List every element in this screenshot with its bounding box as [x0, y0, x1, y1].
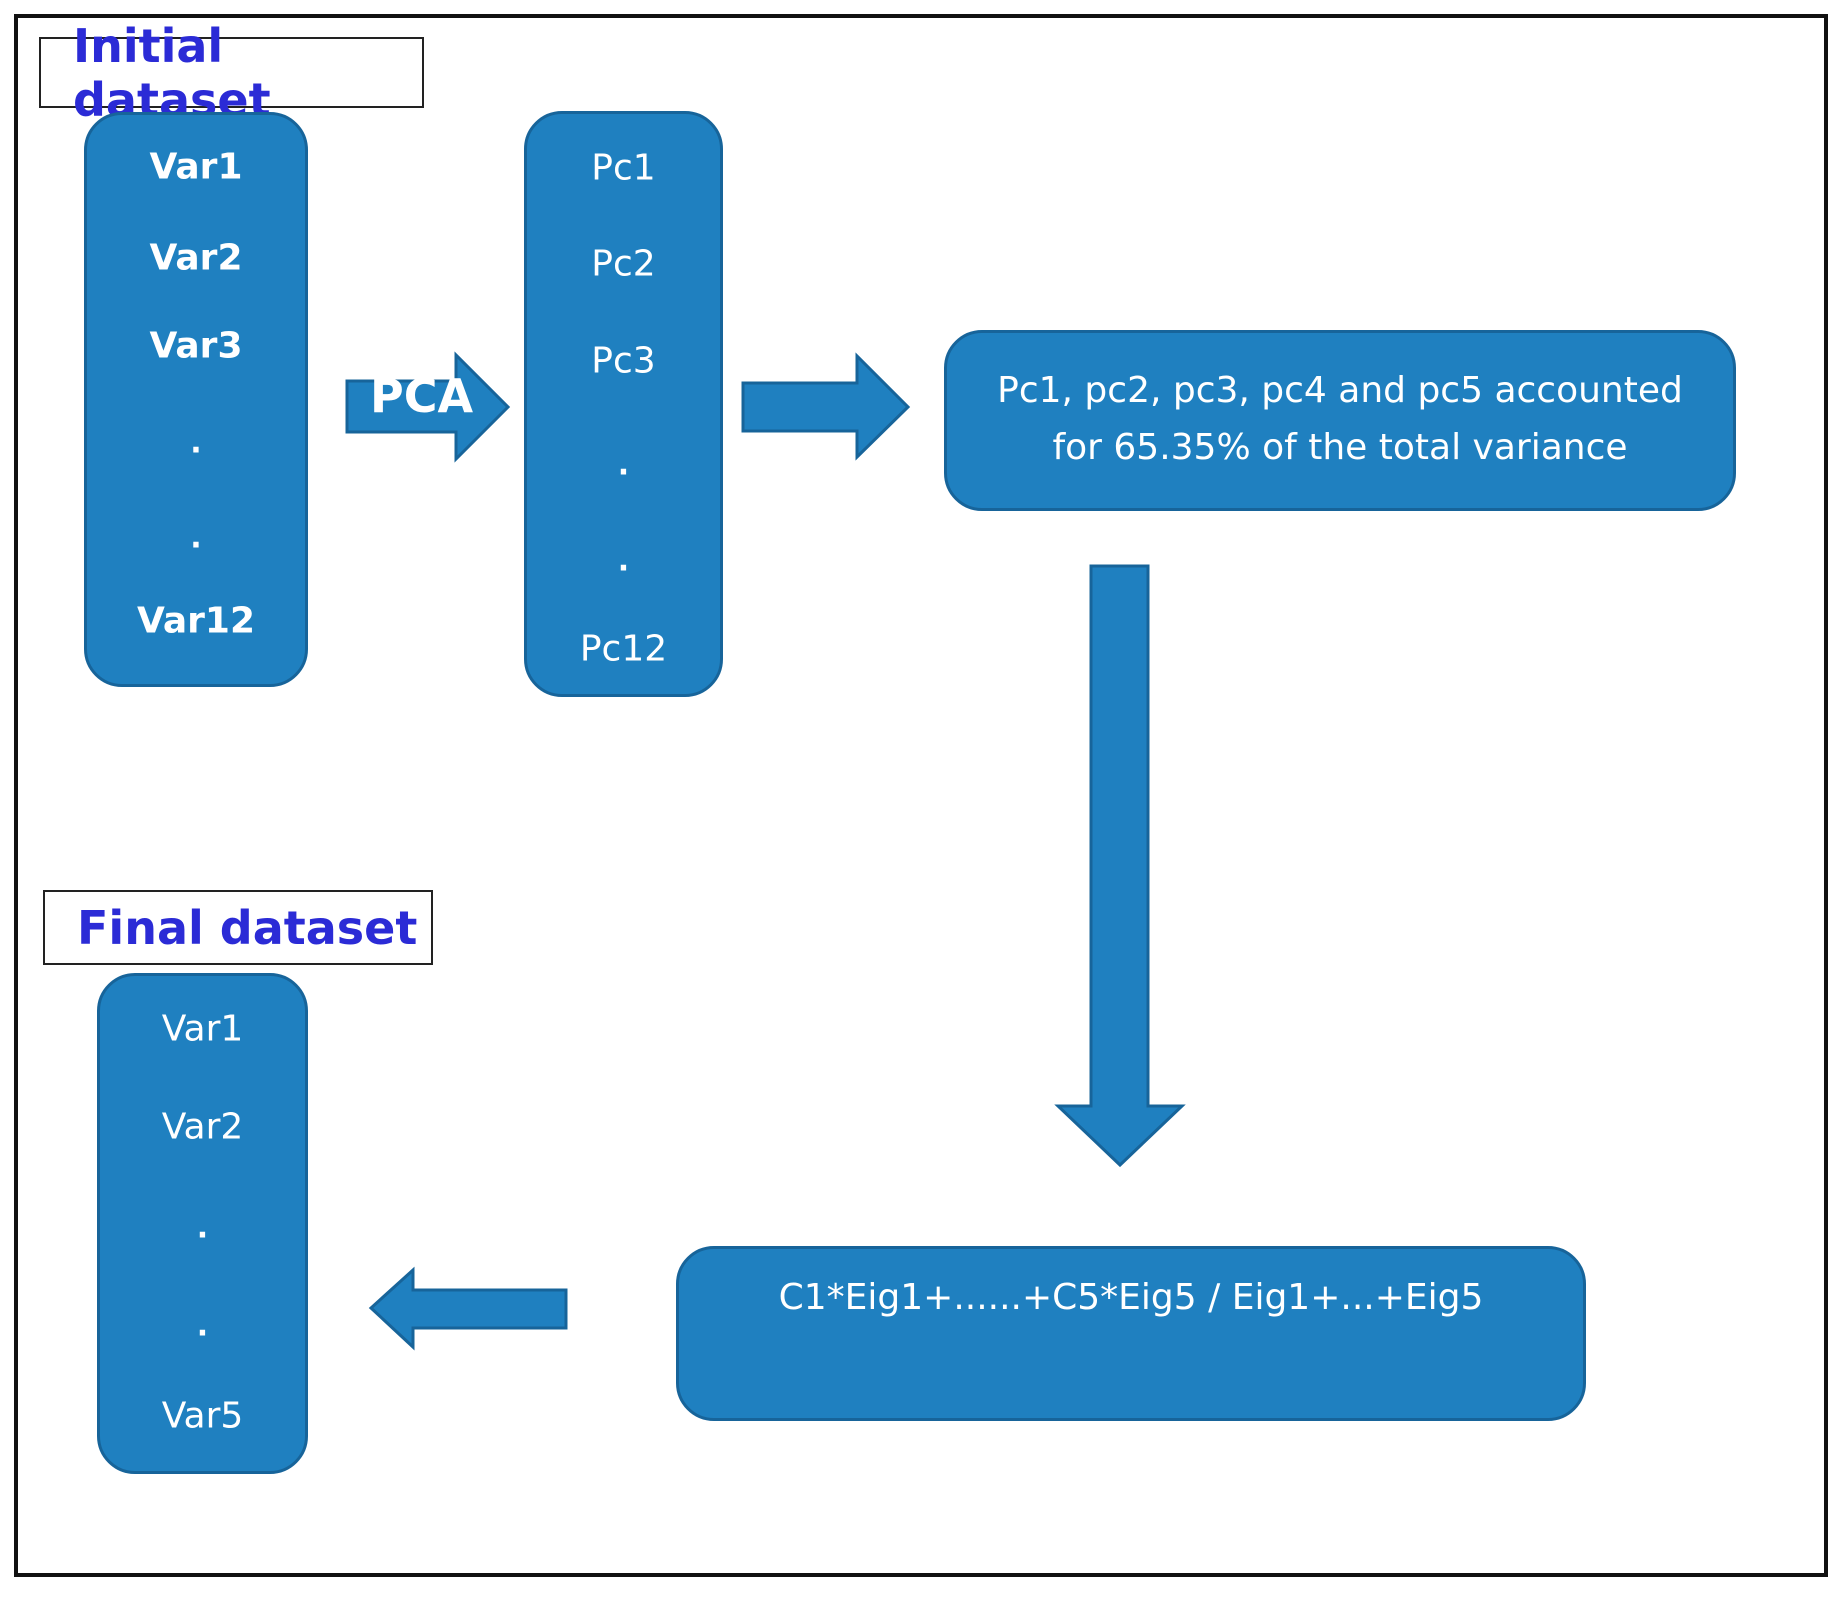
variance-line-1: Pc1, pc2, pc3, pc4 and pc5 accounted [997, 370, 1683, 411]
ellipsis-dot: . [196, 1210, 209, 1246]
ellipsis-dot: . [617, 447, 630, 483]
variance-line-2: for 65.35% of the total variance [1052, 427, 1628, 468]
pca-label: PCA [370, 369, 474, 423]
variable-item: Var12 [136, 600, 256, 642]
initial-dataset-title: Initial dataset [39, 19, 424, 127]
initial-variables-box: Var1 Var2 Var3 . . Var12 [84, 112, 308, 687]
variable-item: Var1 [161, 1008, 244, 1050]
variable-item: Var2 [149, 237, 243, 279]
final-variables-box: Var1 Var2 . . Var5 [97, 973, 308, 1474]
pc-item: Pc12 [579, 628, 668, 670]
left-arrow [368, 1266, 568, 1351]
variable-item: Var1 [149, 146, 243, 188]
variable-item: Var2 [161, 1106, 244, 1148]
diagram-frame [14, 14, 1828, 1577]
principal-components-box: Pc1 Pc2 Pc3 . . Pc12 [524, 111, 723, 697]
pc-item: Pc1 [591, 147, 656, 189]
ellipsis-dot: . [196, 1308, 209, 1344]
variable-item: Var5 [161, 1395, 244, 1437]
down-arrow [1054, 564, 1186, 1168]
pc-item: Pc2 [591, 243, 656, 285]
right-arrow [741, 352, 911, 461]
pca-arrow [345, 351, 511, 463]
ellipsis-dot: . [190, 520, 202, 556]
pc-item: Pc3 [591, 340, 656, 382]
formula-box: C1*Eig1+......+C5*Eig5 / Eig1+...+Eig5 [676, 1246, 1586, 1421]
formula-text: C1*Eig1+......+C5*Eig5 / Eig1+...+Eig5 [778, 1277, 1484, 1318]
ellipsis-dot: . [617, 543, 630, 579]
variance-box: Pc1, pc2, pc3, pc4 and pc5 accounted for… [944, 330, 1736, 511]
variable-item: Var3 [149, 325, 243, 367]
final-dataset-title: Final dataset [43, 890, 433, 965]
ellipsis-dot: . [190, 425, 202, 461]
